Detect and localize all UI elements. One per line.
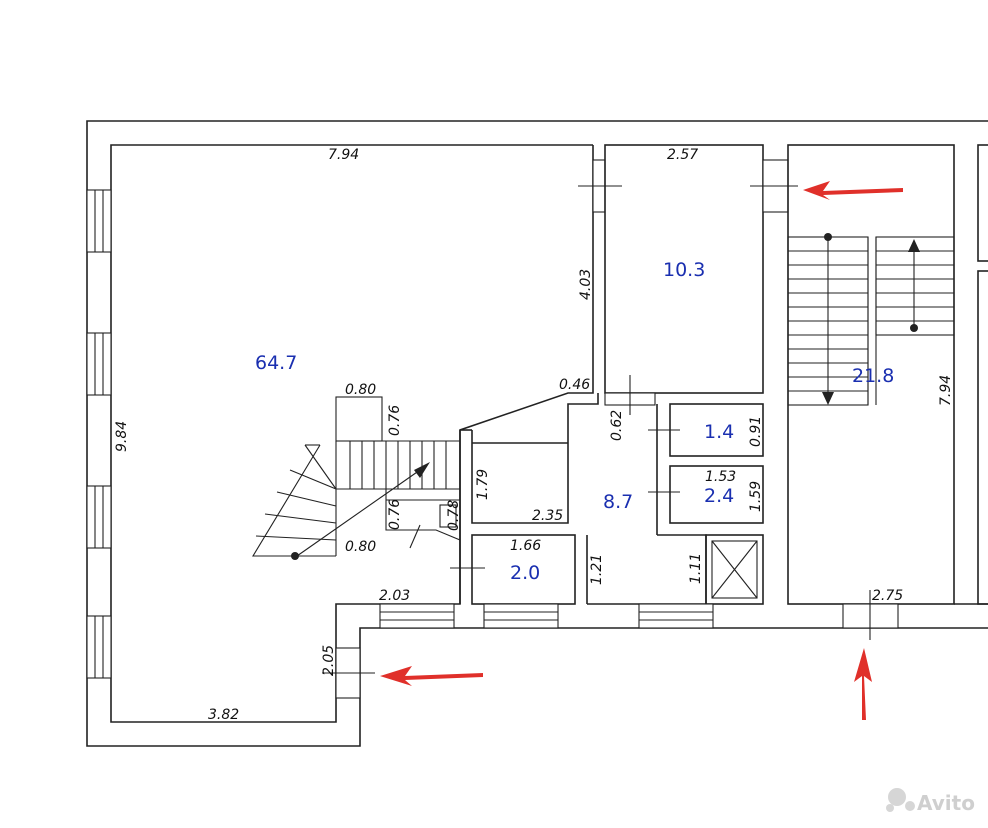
window-left-2: [86, 332, 112, 396]
main-hall-room: [86, 144, 622, 723]
window-bottom-2: [483, 603, 559, 629]
area-small-b: 2.4: [704, 485, 734, 507]
dim-label: 1.79: [475, 469, 491, 500]
dim-label: 7.94: [938, 375, 954, 406]
area-small-a: 1.4: [704, 421, 734, 443]
window-bottom-3: [638, 603, 714, 629]
dim-label: 7.94: [328, 147, 359, 163]
arrow-entrance-bottom-icon: [854, 648, 872, 720]
dim-label: 4.03: [578, 269, 594, 300]
dim-label: 2.05: [321, 645, 337, 676]
internal-staircase: [252, 396, 461, 560]
area-stair-hall: 21.8: [852, 365, 894, 387]
watermark-text: Avito: [917, 791, 975, 815]
dim-label: 0.46: [559, 377, 590, 393]
entrance-arrows: [380, 181, 903, 720]
window-bottom-1: [379, 603, 455, 629]
dim-label: 2.03: [379, 588, 410, 604]
dim-label: 0.80: [345, 539, 376, 555]
dim-label: 2.57: [667, 147, 698, 163]
dim-label: 0.80: [345, 382, 376, 398]
arrow-entrance-left-icon: [380, 666, 483, 686]
lift-shaft: [705, 534, 764, 605]
room-2-4: [669, 465, 764, 524]
middle-rooms: [379, 144, 798, 629]
dim-label: 1.53: [705, 469, 736, 485]
arrow-entrance-top-icon: [803, 181, 903, 200]
dim-label: 0.76: [387, 499, 403, 530]
room-10-3: [604, 144, 764, 394]
window-left-3: [86, 485, 112, 549]
dim-label: 0.62: [609, 410, 625, 441]
dim-label: 1.11: [688, 553, 704, 584]
area-small-c: 2.0: [510, 562, 540, 584]
outer-walls: [86, 120, 988, 747]
area-main-hall: 64.7: [255, 352, 297, 374]
dim-label: 1.59: [748, 481, 764, 512]
dim-label: 1.66: [510, 538, 541, 554]
stair-hall-room: [787, 144, 988, 640]
window-left-1: [86, 189, 112, 253]
window-left-4: [86, 615, 112, 679]
dim-label: 3.82: [208, 707, 239, 723]
avito-watermark: Avito: [886, 788, 975, 815]
dim-label: 0.76: [387, 405, 403, 436]
dim-label: 0.78: [446, 500, 462, 531]
dim-label: 2.35: [532, 508, 563, 524]
dim-label: 2.75: [872, 588, 903, 604]
avito-logo-icon: [888, 788, 906, 806]
area-corridor: 8.7: [603, 491, 633, 513]
area-room-top: 10.3: [663, 259, 705, 281]
dim-label: 0.91: [748, 416, 764, 447]
dim-label: 9.84: [114, 421, 130, 452]
dim-label: 1.21: [589, 554, 605, 585]
